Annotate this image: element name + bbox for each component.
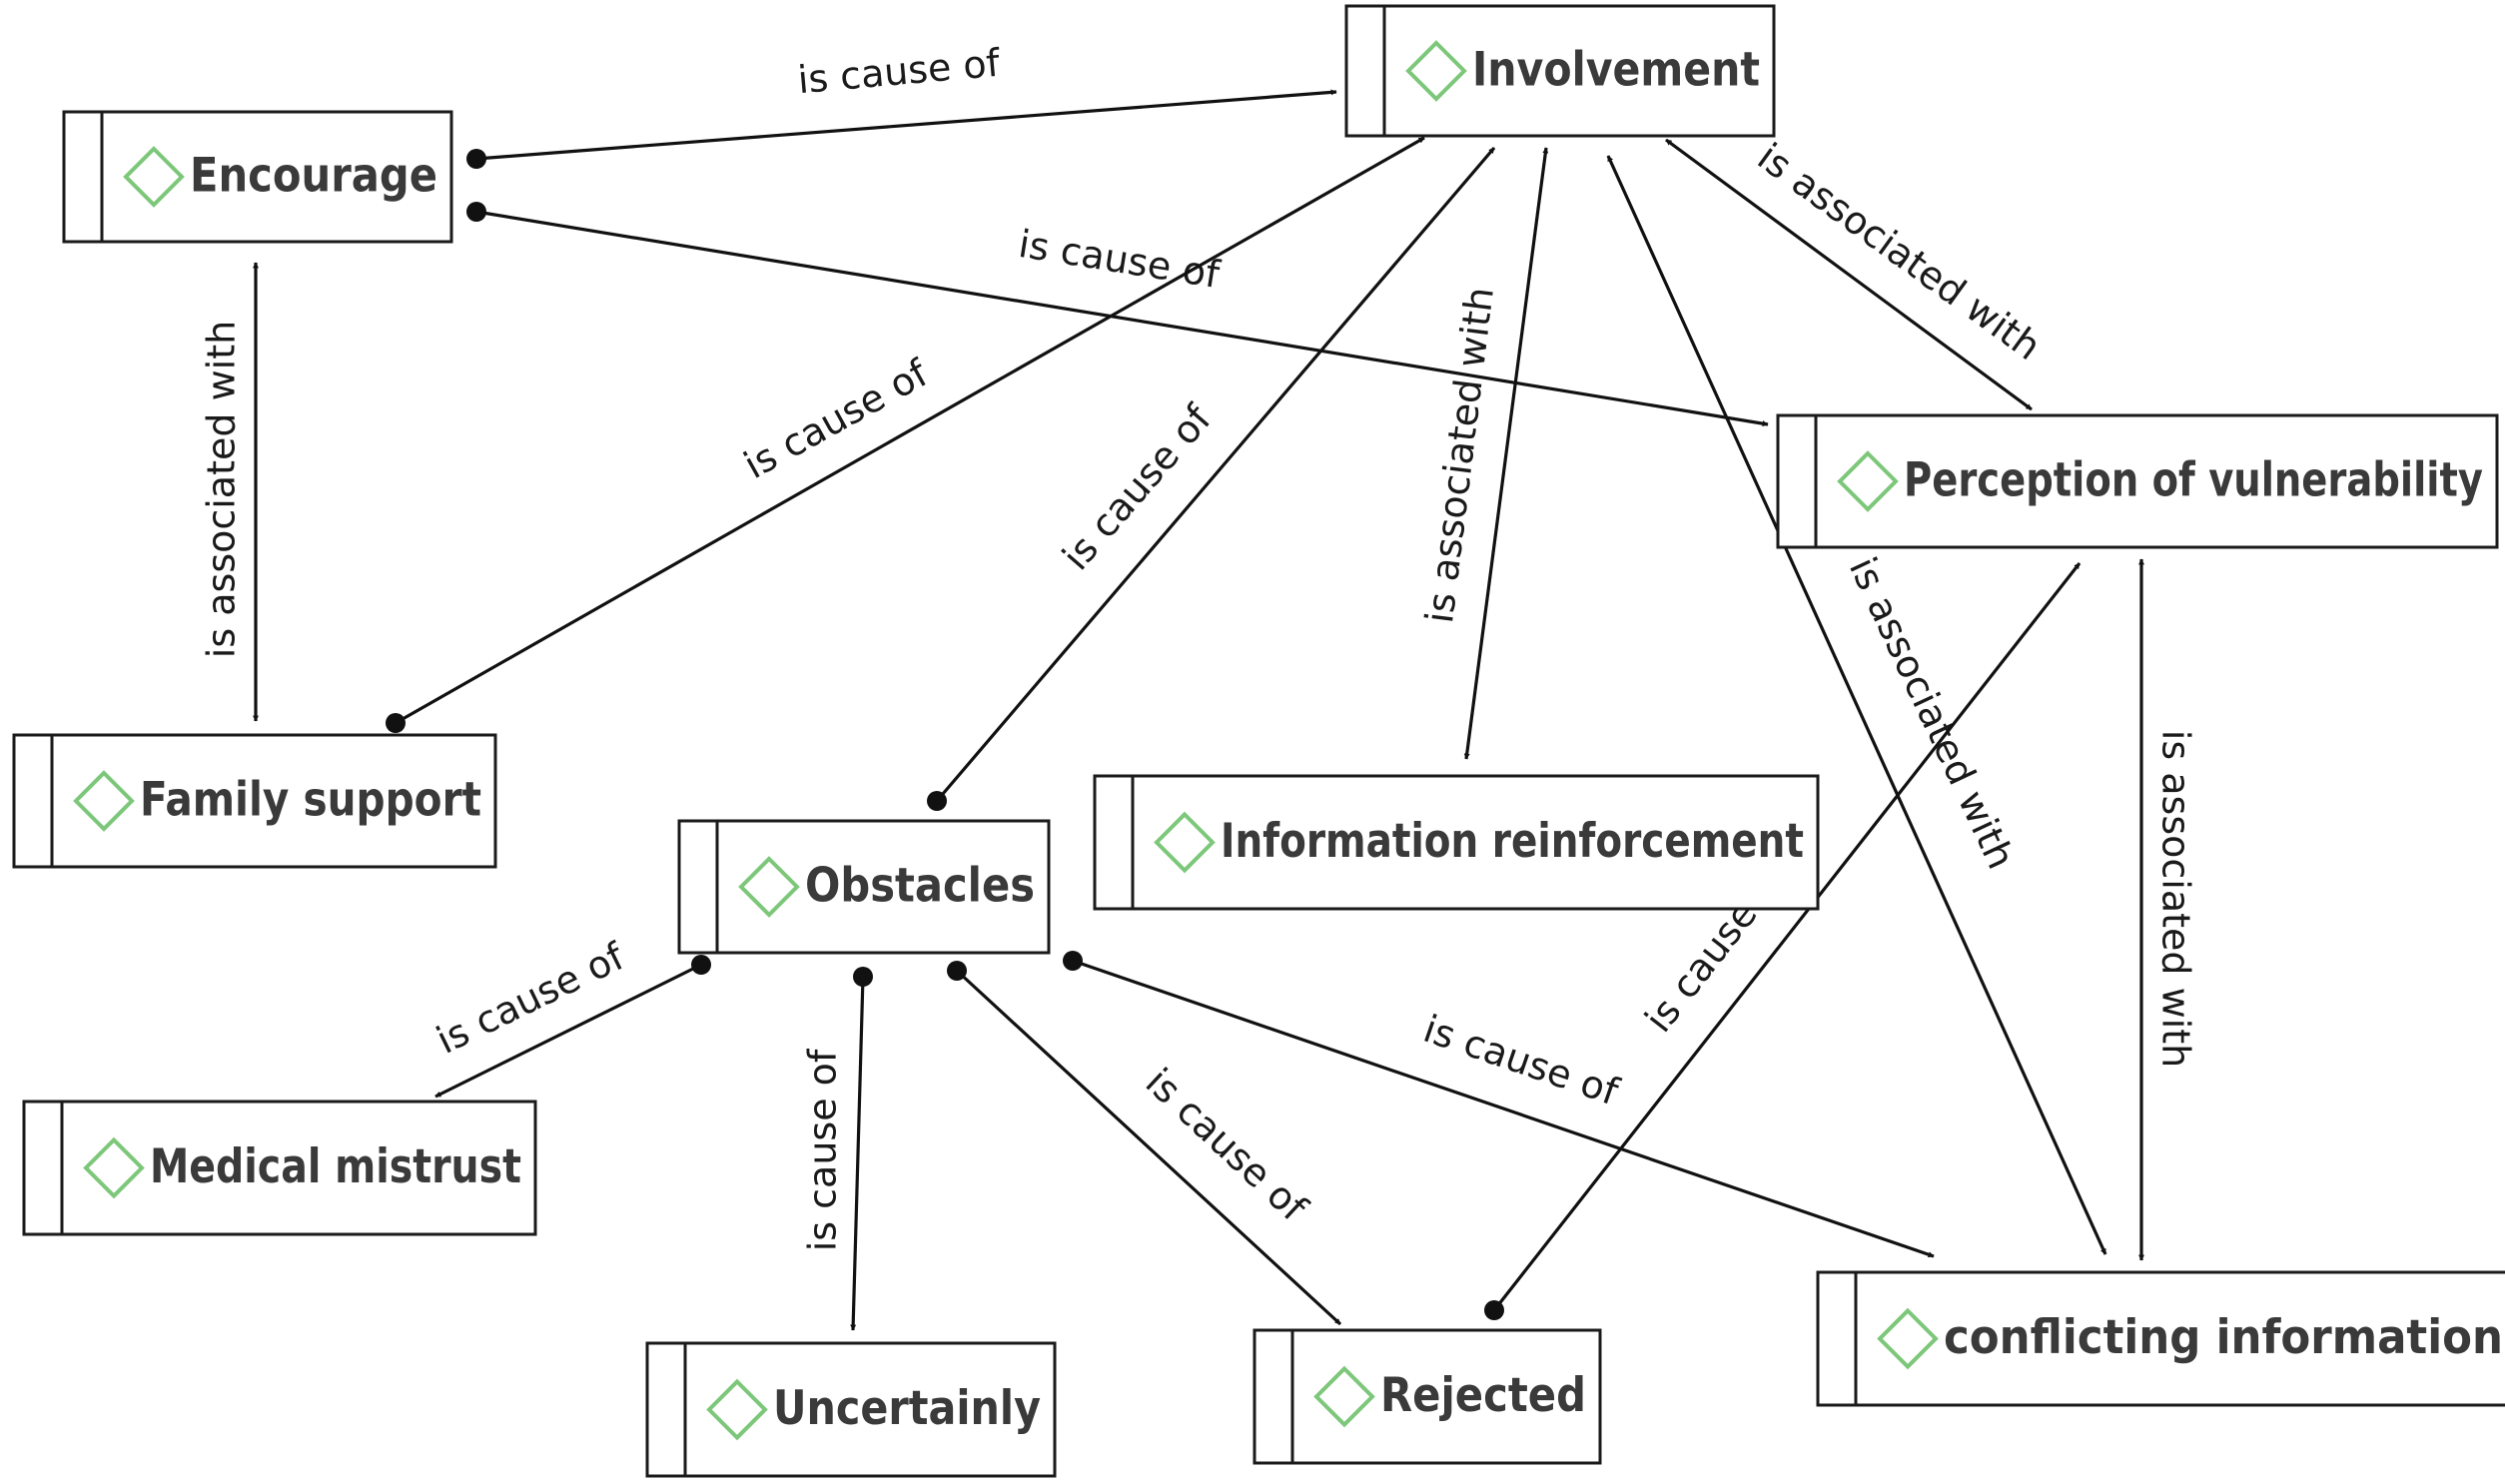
node-label: Medical mistrust [150,1139,521,1194]
node-rejected[interactable]: Rejected [1252,1328,1602,1465]
node-label: Information reinforcement [1221,814,1804,869]
edge-label: is cause of [1016,222,1225,297]
edge-source-dot [1484,1300,1504,1320]
diamond-icon [83,1136,145,1199]
diamond-icon [123,146,185,208]
edge-label: is associated with [2154,730,2198,1068]
node-perception[interactable]: Perception of vulnerability [1776,413,2499,549]
node-label: Obstacles [805,859,1035,914]
node-label: conflicting information [1944,1310,2503,1365]
edge-obstacles-to-mistrust [434,963,702,1099]
edge-label: is cause of [801,1048,845,1251]
edge-source-dot [927,791,947,811]
node-encourage[interactable]: Encourage [62,110,453,244]
node-involvement[interactable]: Involvement [1344,4,1776,138]
edge-family-to-involvement [395,136,1425,725]
edge-encourage-to-perception [475,210,1769,427]
node-label: Rejected [1380,1368,1586,1423]
node-label: Encourage [190,149,437,204]
edge-label: is associated with [200,321,244,658]
diamond-icon [1837,450,1899,512]
node-uncertainly[interactable]: Uncertainly [645,1341,1057,1478]
node-conflicting[interactable]: conflicting information [1816,1270,2505,1407]
diamond-icon [706,1378,768,1441]
diamond-icon [1405,40,1467,102]
node-label: Involvement [1472,43,1760,98]
edge-source-dot [853,967,873,987]
edge-rejected-to-perception [1492,562,2082,1311]
edge-source-dot [386,713,406,733]
edge-obstacles-to-uncertainly [850,976,865,1331]
edge-label: is cause of [737,351,937,487]
edge-label: is cause of [796,41,1003,103]
edge-source-dot [1063,951,1083,971]
edge-obstacles-to-involvement [935,146,1496,803]
edge-source-dot [466,149,486,169]
diamond-icon [1313,1365,1375,1428]
edge-source-dot [947,961,967,981]
node-mistrust[interactable]: Medical mistrust [22,1100,537,1236]
diamond-icon [1877,1307,1939,1370]
edge-involvement-to-conflicting [1606,155,2107,1255]
edge-source-dot [691,955,711,975]
node-label: Perception of vulnerability [1904,453,2483,508]
edge-obstacles-to-conflicting [1072,959,1935,1258]
edge-obstacles-to-rejected [955,969,1342,1326]
edge-label: is associated with [1750,135,2050,370]
diamond-icon [1154,811,1216,874]
node-label: Family support [140,773,481,828]
node-obstacles[interactable]: Obstacles [677,819,1051,955]
edge-label: is associated with [1841,550,2024,875]
node-info_reinf[interactable]: Information reinforcement [1093,774,1820,911]
diamond-icon [738,856,800,918]
node-label: Uncertainly [773,1381,1041,1436]
diamond-icon [73,770,135,832]
node-family[interactable]: Family support [12,733,497,869]
edge-label: is cause of [1138,1060,1316,1230]
edge-encourage-to-involvement [475,89,1337,161]
edge-label: is cause of [429,934,632,1063]
edge-source-dot [466,202,486,222]
node-box [1252,1328,1602,1465]
edge-involvement-to-info_reinf [1463,147,1549,760]
edge-label: is cause of [1054,395,1221,578]
edge-involvement-to-perception [1665,138,2033,411]
edge-label: is cause of [1418,1007,1625,1114]
